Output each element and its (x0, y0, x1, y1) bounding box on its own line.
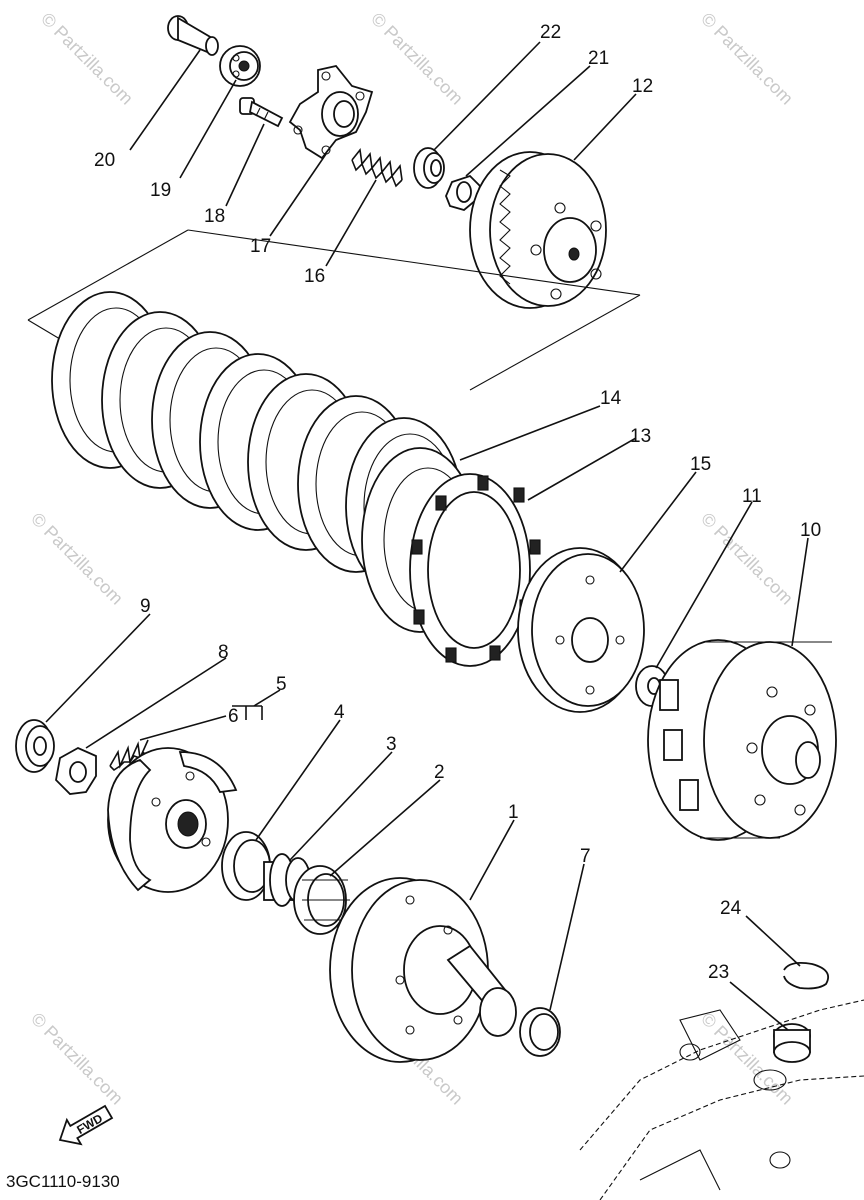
callout-6[interactable]: 6 (228, 706, 239, 727)
callout-10[interactable]: 10 (800, 520, 821, 541)
part-7-washer[interactable] (519, 1007, 561, 1057)
plate-group-bracket (27, 229, 641, 391)
leader-lines (45, 41, 809, 1031)
diagram-code: 3GC1110-9130 (6, 1172, 120, 1191)
watermark: © Partzilla.com (697, 9, 797, 109)
callout-12[interactable]: 12 (632, 76, 653, 97)
part-24-circlip[interactable] (783, 961, 830, 990)
part-12-clutch-boss[interactable] (469, 151, 607, 309)
watermark: © Partzilla.com (37, 9, 137, 109)
callout-18[interactable]: 18 (204, 206, 225, 227)
watermark: © Partzilla.com (27, 1009, 127, 1109)
callout-7[interactable]: 7 (580, 846, 591, 867)
part-16-spring[interactable] (351, 148, 403, 188)
part-18-bolt[interactable] (239, 97, 284, 128)
callout-labels: 20 19 18 17 16 22 21 12 14 13 15 11 10 9… (94, 22, 821, 983)
crankcase-outline (579, 999, 864, 1200)
part-23-plug[interactable] (773, 1023, 811, 1063)
callout-20[interactable]: 20 (94, 150, 115, 171)
part-21-lock-washer[interactable] (445, 174, 482, 211)
callout-22[interactable]: 22 (540, 22, 561, 43)
part-22-collar[interactable] (413, 147, 445, 189)
callout-17[interactable]: 17 (250, 236, 271, 257)
part-1-primary-housing[interactable] (329, 877, 517, 1063)
callout-21[interactable]: 21 (588, 48, 609, 69)
part-17-pressure-plate[interactable] (288, 64, 374, 160)
fwd-arrow-icon: FWD (58, 1104, 114, 1146)
callout-8[interactable]: 8 (218, 642, 229, 663)
callout-15[interactable]: 15 (690, 454, 711, 475)
callout-9[interactable]: 9 (140, 596, 151, 617)
part-5-clutch-carrier[interactable] (107, 747, 238, 893)
watermark: © Partzilla.com (697, 509, 797, 609)
callout-14[interactable]: 14 (600, 388, 622, 409)
part-20-pin[interactable] (167, 15, 219, 56)
callout-19[interactable]: 19 (150, 180, 171, 201)
watermark: © Partzilla.com (367, 9, 467, 109)
callout-23[interactable]: 23 (708, 962, 729, 983)
clutch-plate-stack[interactable] (51, 291, 541, 667)
part-10-clutch-housing[interactable] (647, 639, 837, 841)
part-8-lock-washer[interactable] (55, 746, 97, 795)
part-2-one-way-clutch[interactable] (293, 865, 350, 935)
callout-11[interactable]: 11 (742, 486, 762, 507)
callout-13[interactable]: 13 (630, 426, 651, 447)
callout-24[interactable]: 24 (720, 898, 742, 919)
callout-4[interactable]: 4 (334, 702, 345, 723)
callout-16[interactable]: 16 (304, 266, 325, 287)
callout-5[interactable]: 5 (276, 674, 287, 695)
callout-2[interactable]: 2 (434, 762, 445, 783)
watermark: © Partzilla.com (27, 509, 127, 609)
part-4-washer[interactable] (221, 831, 271, 901)
callout-1[interactable]: 1 (508, 802, 519, 823)
part-19-bearing[interactable] (219, 45, 261, 87)
part-9-washer[interactable] (15, 719, 55, 773)
part-15-plate[interactable] (517, 547, 645, 713)
callout-3[interactable]: 3 (386, 734, 397, 755)
